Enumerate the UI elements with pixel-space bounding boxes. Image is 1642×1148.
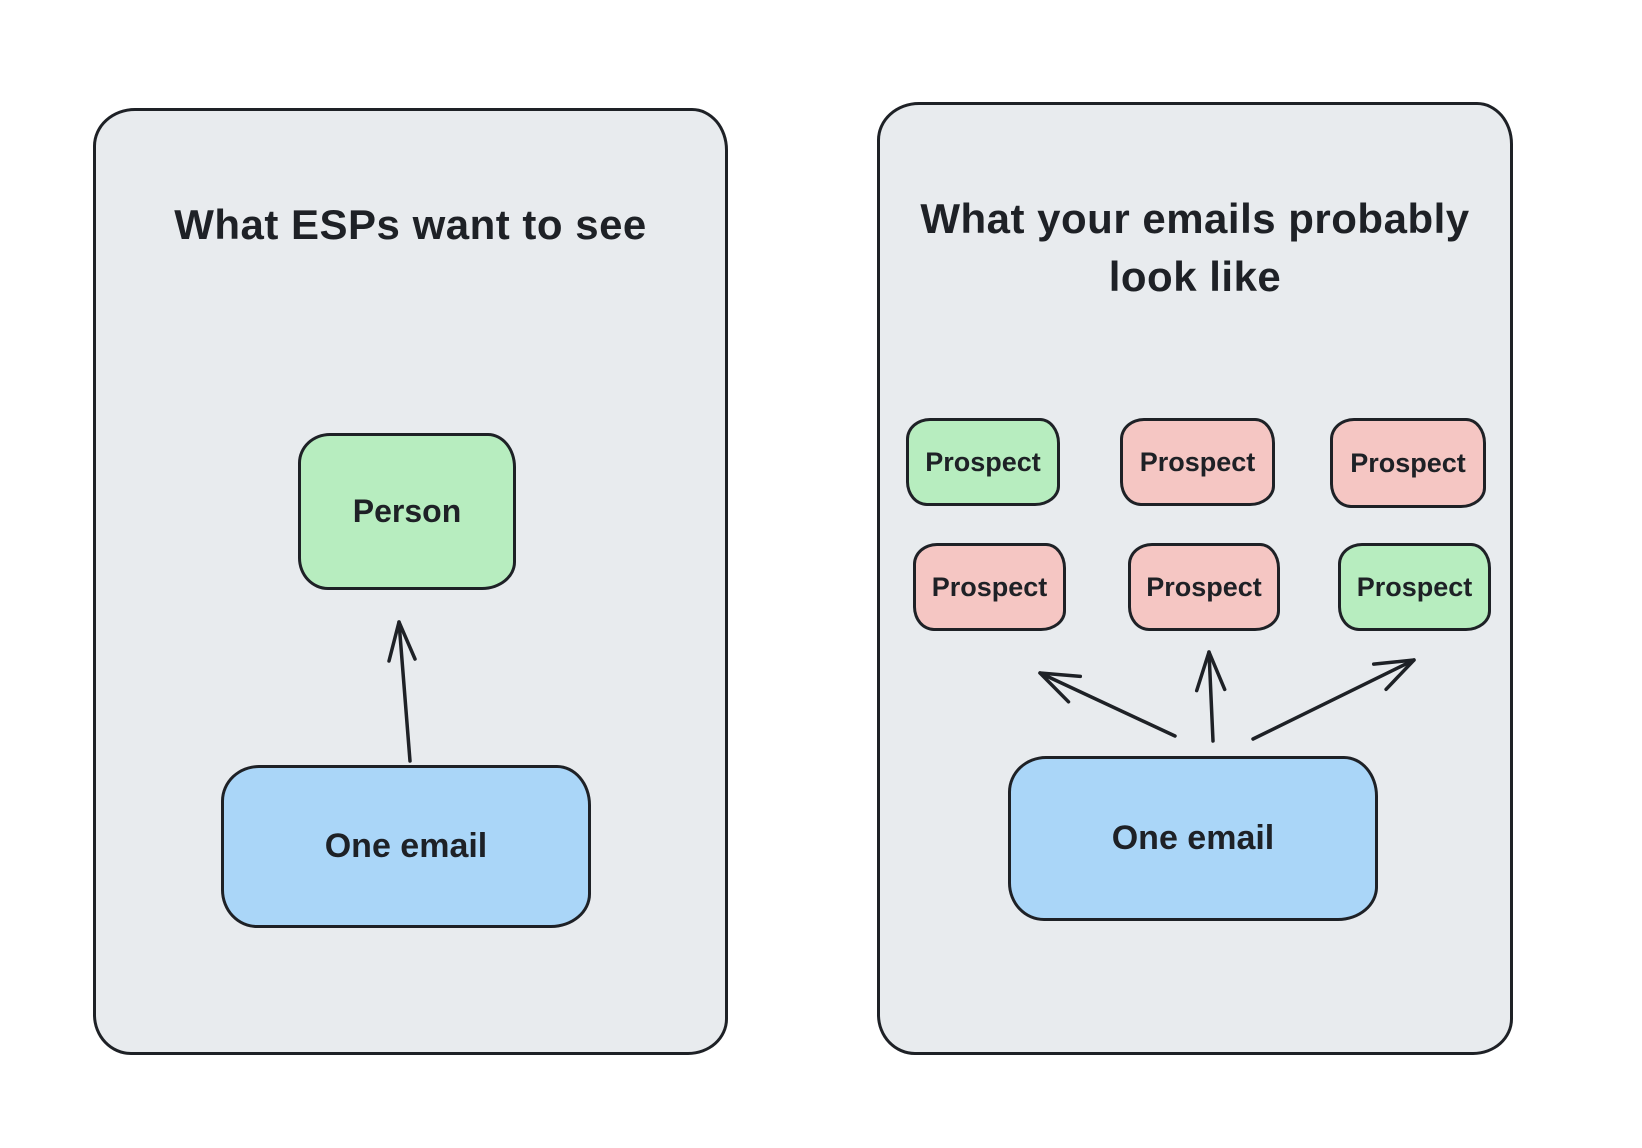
prospect-label: Prospect [925,446,1041,477]
prospect-node-1: Prospect [906,418,1060,506]
prospect-node-3: Prospect [1330,418,1486,508]
person-node-label: Person [352,493,462,529]
reality-panel: What your emails probably look like Pros… [877,102,1513,1055]
esp-ideal-panel: What ESPs want to see Person One email [93,108,728,1055]
prospect-node-2: Prospect [1120,418,1275,506]
left-panel-title: What ESPs want to see [174,201,647,248]
person-node: Person [298,433,516,590]
one-email-label-right: One email [1111,819,1275,857]
right-panel-title-line2: look like [1108,253,1282,300]
prospect-node-5: Prospect [1128,543,1280,631]
prospect-node-4: Prospect [913,543,1066,631]
prospect-label: Prospect [1146,571,1262,602]
one-email-node-right: One email [1008,756,1378,921]
right-panel-title-line1: What your emails probably [920,195,1470,242]
prospect-label: Prospect [1350,447,1466,478]
prospect-node-6: Prospect [1338,543,1491,631]
prospect-label: Prospect [1139,446,1256,477]
prospect-label: Prospect [931,571,1048,602]
right-panel-title: What your emails probably look like [880,190,1510,306]
prospect-label: Prospect [1356,571,1473,602]
one-email-label-left: One email [324,827,488,865]
one-email-node-left: One email [221,765,591,928]
